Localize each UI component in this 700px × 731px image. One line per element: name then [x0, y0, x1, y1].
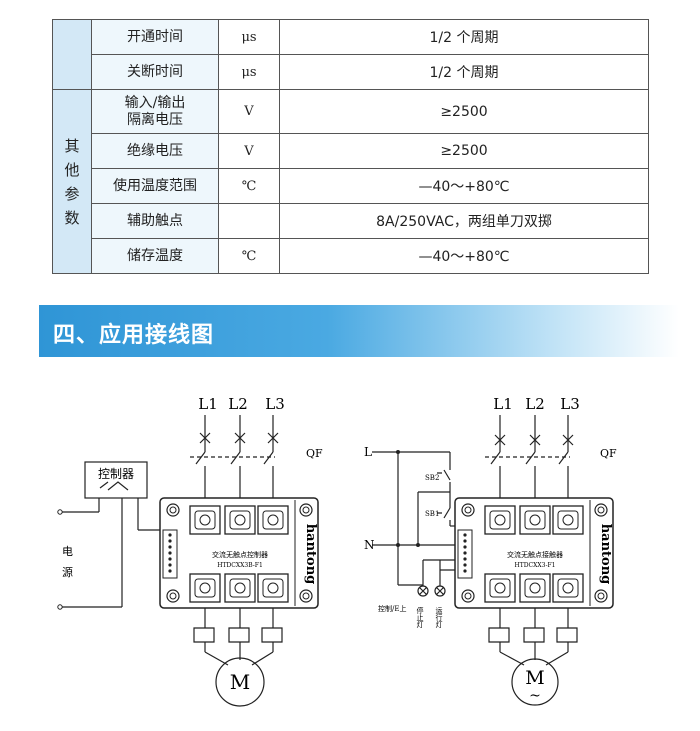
- param-name-text: 辅助触点: [127, 212, 183, 229]
- param-name-text: 储存温度: [127, 247, 183, 264]
- contactor-module: 交流无触点接触器 HTDCXX3-F1 hantong: [454, 497, 614, 609]
- group-char: 参: [64, 184, 80, 203]
- sb-stop-label: SB2: [425, 474, 439, 482]
- param-value: ≥2500: [279, 89, 649, 134]
- controller-label: 控制器: [98, 467, 134, 481]
- param-name: 关断时间: [91, 54, 219, 90]
- param-unit: μs: [218, 54, 280, 90]
- param-name: 输入/输出 隔离电压: [91, 89, 219, 134]
- line-l-label: L: [364, 445, 372, 459]
- param-value: 1/2 个周期: [279, 54, 649, 90]
- motor-label: M: [525, 667, 544, 689]
- line-n-label: N: [364, 538, 375, 552]
- param-unit: μs: [218, 19, 280, 55]
- controller-module: 交流无触点控制器 HTDCXX3B-F1 hantong: [159, 497, 319, 609]
- group-label: 其他参数: [52, 89, 92, 274]
- group-char: 数: [64, 208, 80, 227]
- breaker-label: QF: [600, 447, 617, 460]
- motor-tilde: ~: [529, 688, 541, 704]
- phase-label: L1: [198, 395, 218, 413]
- module-model: HTDCXX3-F1: [514, 562, 555, 569]
- table-row: 绝缘电压 V≥2500: [53, 133, 649, 169]
- power-label: 源: [62, 565, 73, 579]
- param-unit: ℃: [218, 168, 280, 204]
- param-value: ≥2500: [279, 133, 649, 169]
- param-value: —40～+80℃: [279, 168, 649, 204]
- group-char: 其: [64, 136, 80, 155]
- brand-logo: hantong: [598, 524, 613, 585]
- table-row: 使用温度范围 ℃—40～+80℃: [53, 168, 649, 204]
- param-name: 绝缘电压: [91, 133, 219, 169]
- param-name-text: 使用温度范围: [113, 177, 197, 194]
- param-name-text: 关断时间: [127, 63, 183, 80]
- param-unit: V: [218, 133, 280, 169]
- param-value: 8A/250VAC，两组单刀双掷: [279, 203, 649, 239]
- phase-label: L3: [560, 395, 580, 413]
- control-label: 控制/E上: [378, 604, 406, 613]
- module-model: HTDCXX3B-F1: [217, 562, 263, 569]
- param-unit: V: [218, 89, 280, 134]
- param-name-text: 开通时间: [127, 28, 183, 45]
- group-char: 他: [64, 160, 80, 179]
- section-title: 四、应用接线图: [53, 323, 215, 348]
- brand-logo: hantong: [303, 524, 318, 585]
- module-title: 交流无触点控制器: [212, 550, 268, 559]
- phase-label: L3: [265, 395, 285, 413]
- param-value: 1/2 个周期: [279, 19, 649, 55]
- motor-label: M: [230, 670, 250, 694]
- phase-label: L2: [525, 395, 545, 413]
- phase-label: L1: [493, 395, 513, 413]
- diagram-right: L1 L2 L3: [364, 395, 617, 706]
- param-value: —40～+80℃: [279, 238, 649, 274]
- phase-label: L2: [228, 395, 248, 413]
- param-name: 开通时间: [91, 19, 219, 55]
- stop-lamp-label: 停止灯: [416, 606, 424, 629]
- breaker-label: QF: [306, 447, 323, 460]
- diagram-left: L1 L2 L3 QF 控制器 电: [57, 395, 323, 707]
- table-row: 储存温度 ℃—40～+80℃: [53, 238, 649, 274]
- param-name: 辅助触点: [91, 203, 219, 239]
- module-title: 交流无触点接触器: [507, 550, 563, 559]
- param-name: 使用温度范围: [91, 168, 219, 204]
- run-lamp-label: 运行灯: [435, 607, 443, 629]
- param-unit: ℃: [218, 238, 280, 274]
- section-banner: 四、应用接线图: [39, 305, 679, 357]
- param-name-text: 绝缘电压: [127, 142, 183, 159]
- wiring-diagrams: L1 L2 L3 QF 控制器 电: [57, 395, 617, 707]
- param-name: 储存温度: [91, 238, 219, 274]
- table-row: 辅助触点 8A/250VAC，两组单刀双掷: [53, 203, 649, 239]
- param-unit: [218, 203, 280, 239]
- group-cell: [52, 19, 92, 90]
- power-label: 电: [62, 545, 73, 558]
- param-name-text: 输入/输出 隔离电压: [124, 94, 186, 128]
- sb-start-label: SB1: [425, 510, 439, 518]
